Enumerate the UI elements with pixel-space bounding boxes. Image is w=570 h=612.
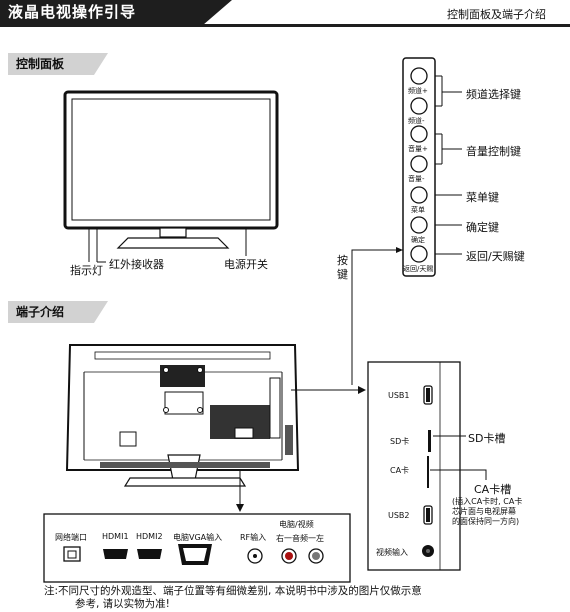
tv-front-illustration	[63, 90, 279, 263]
key-volume-down: 音量-	[408, 175, 425, 183]
bottom-panel-illustration	[43, 513, 351, 583]
port-ca-label: CA卡	[390, 466, 410, 475]
callout-channel: 频道选择键	[466, 88, 521, 101]
callout-ok: 确定键	[466, 221, 499, 234]
port-usb2-label: USB2	[388, 511, 410, 520]
section-terminals: 端子介绍	[8, 301, 108, 323]
keys-label-bottom: 键	[337, 268, 348, 281]
port-sd-label: SD卡	[390, 437, 410, 446]
key-channel-up: 频道+	[408, 87, 428, 95]
sd-slot-callout: SD卡槽	[468, 432, 506, 445]
port-vga-label: 电脑VGA输入	[173, 533, 223, 542]
footnote-line2: 参考, 请以实物为准!	[75, 598, 170, 610]
port-av-top-label: 电脑/视频	[279, 520, 314, 529]
indicator-label: 指示灯	[70, 264, 103, 277]
port-usb1-label: USB1	[388, 391, 410, 400]
port-network-label: 网络端口	[55, 533, 87, 542]
port-av-bottom-label: 右一音频一左	[276, 534, 324, 543]
ca-slot-note-1: (插入CA卡时, CA卡	[452, 497, 523, 506]
section-control-panel: 控制面板	[8, 53, 108, 75]
ca-slot-note-3: 的面保持同一方向)	[452, 517, 520, 526]
ca-slot-note-2: 芯片面与电视屏幕	[452, 507, 516, 516]
callout-menu: 菜单键	[466, 191, 499, 204]
footnote-line1: 注:不同尺寸的外观造型、端子位置等有细微差别, 本说明书中涉及的图片仅做示意	[44, 585, 422, 597]
port-rf-label: RF输入	[240, 533, 267, 542]
port-hdmi2-label: HDMI2	[136, 532, 163, 541]
header-title: 液晶电视操作引导	[0, 0, 232, 24]
side-panel-illustration	[367, 361, 487, 571]
port-video-in-label: 视频输入	[376, 548, 408, 557]
power-switch-label: 电源开关	[224, 258, 268, 271]
header-subtitle: 控制面板及端子介绍	[447, 8, 546, 21]
tv-back-illustration	[65, 344, 366, 512]
key-strip-illustration	[351, 57, 462, 385]
callout-back: 返回/天赐键	[466, 250, 525, 263]
port-hdmi1-label: HDMI1	[102, 532, 129, 541]
key-back: 返回/天赐	[403, 265, 434, 273]
callout-volume: 音量控制键	[466, 145, 521, 158]
keys-label-top: 按	[337, 254, 348, 267]
key-volume-up: 音量+	[408, 145, 428, 153]
ca-slot-callout: CA卡槽	[474, 483, 512, 496]
key-menu: 菜单	[411, 206, 425, 214]
key-ok: 确定	[411, 236, 425, 244]
ir-receiver-label: 红外接收器	[109, 258, 164, 271]
header-rule	[0, 24, 570, 27]
key-channel-down: 频道-	[408, 117, 425, 125]
